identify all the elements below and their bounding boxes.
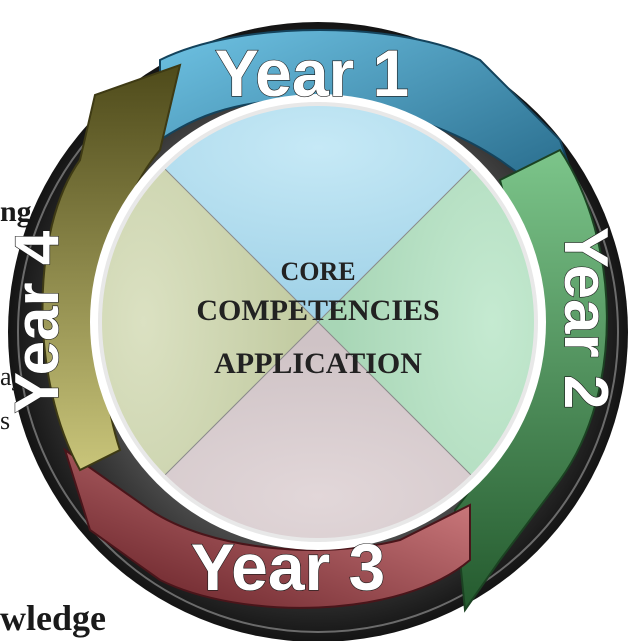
quadrant-left xyxy=(100,104,318,540)
quadrant-bottom xyxy=(100,322,536,540)
center-title-line1: CORE xyxy=(280,257,355,286)
year-3-label: Year 3 xyxy=(191,530,386,604)
year-2-label: Year 2 xyxy=(551,227,620,410)
year-1-label: Year 1 xyxy=(215,36,410,110)
divider-line xyxy=(100,104,536,540)
center-circle-border xyxy=(98,102,538,542)
quadrant-top xyxy=(100,104,536,322)
year-1-arrow xyxy=(159,29,593,228)
background-text-fragment: ng xyxy=(0,195,32,228)
background-text-fragment: wledge xyxy=(0,598,106,638)
quadrant-right xyxy=(318,104,536,540)
background-text-fragment: s xyxy=(0,406,11,435)
center-quadrants xyxy=(100,104,536,540)
year-4-label: Year 4 xyxy=(3,230,72,413)
center-title-line3: APPLICATION xyxy=(214,347,422,380)
center-title-line2: COMPETENCIES xyxy=(196,294,439,327)
